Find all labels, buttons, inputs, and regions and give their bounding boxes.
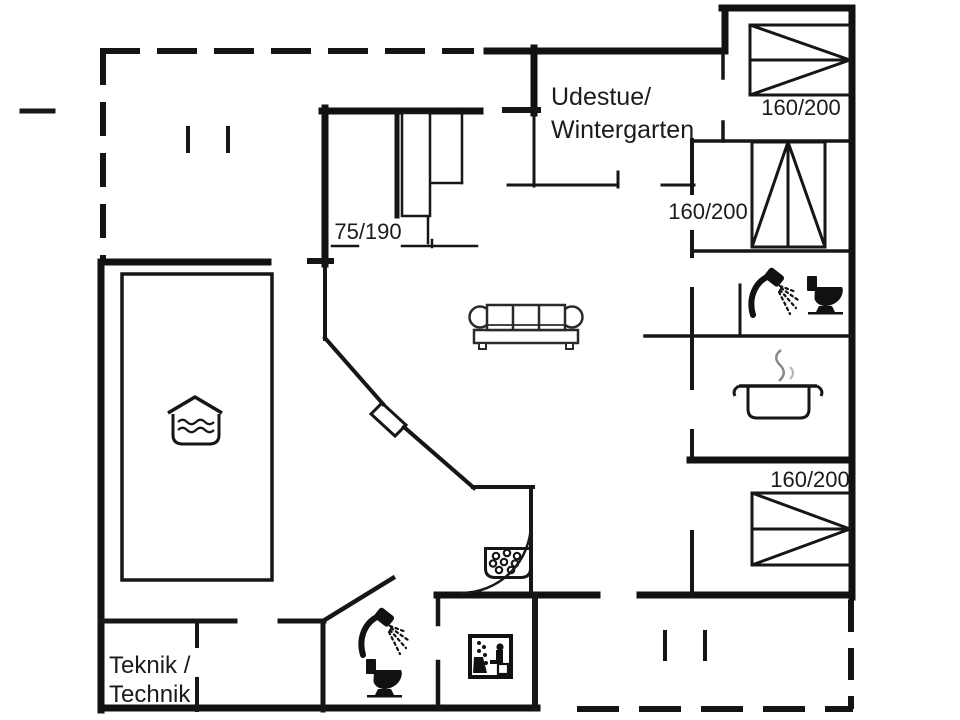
bed-size-label-middle-right: 160/200 bbox=[668, 199, 748, 224]
interior-walls bbox=[19, 49, 854, 713]
terrace-dashed-boundary bbox=[100, 48, 854, 712]
sofa-icon bbox=[468, 303, 584, 350]
swimming-pool-icon bbox=[167, 395, 223, 446]
exterior-walls bbox=[97, 4, 856, 714]
toilet-icon-bathroom2 bbox=[366, 659, 402, 698]
bed-size-label-top-right: 160/200 bbox=[761, 95, 841, 120]
room-label-conservatory-line1: Udestue/ bbox=[551, 83, 651, 111]
terrace-post-marks bbox=[186, 126, 707, 661]
double-bed-bottom-right bbox=[750, 491, 852, 567]
whirlpool-icon bbox=[484, 547, 532, 579]
room-label-technical-line1: Teknik / bbox=[109, 652, 191, 679]
diagonal-door-icon bbox=[368, 400, 409, 439]
pool-basin bbox=[120, 272, 274, 582]
shower-icon-bathroom1 bbox=[751, 267, 798, 315]
single-bed bbox=[400, 111, 432, 218]
bed-size-label-single: 75/190 bbox=[334, 219, 401, 244]
bed-size-label-bottom-right: 160/200 bbox=[770, 467, 850, 492]
shower-icon-bathroom2 bbox=[361, 607, 408, 655]
room-label-conservatory-line2: Wintergarten bbox=[551, 116, 694, 144]
double-bed-middle-right bbox=[750, 140, 827, 249]
toilet-icon-bathroom1 bbox=[807, 276, 843, 315]
cooking-pot-icon bbox=[732, 349, 824, 420]
sauna-icon bbox=[468, 634, 513, 679]
room-label-technical-line2: Technik bbox=[109, 681, 191, 708]
double-bed-top-right bbox=[748, 23, 852, 97]
